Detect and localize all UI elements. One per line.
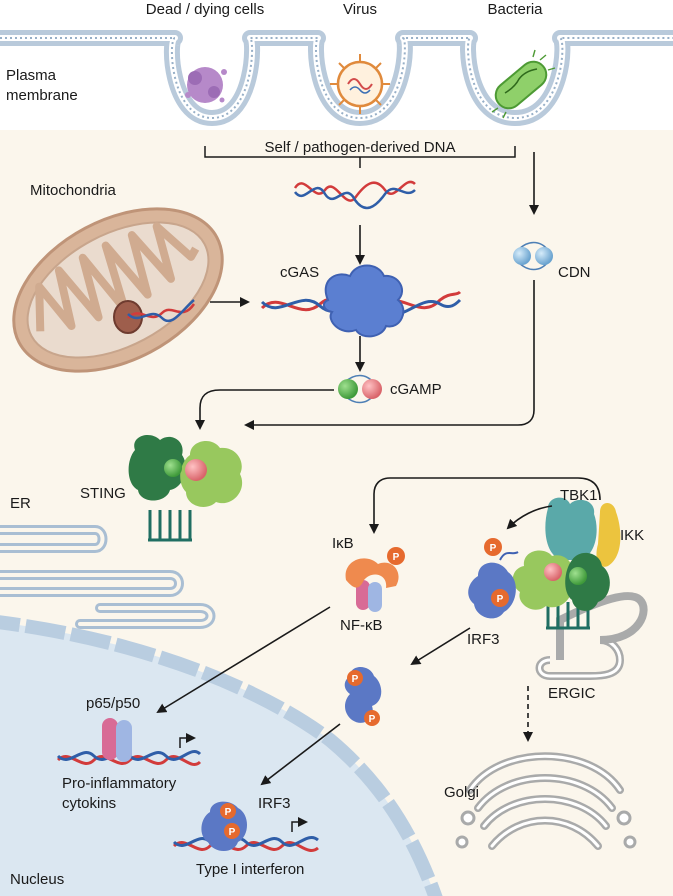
plasma-membrane [0,30,673,126]
golgi-apparatus-inner [468,754,622,848]
label-proinflammatory: Pro-inflammatory [62,775,177,792]
ikb-nfkb-complex [345,558,399,612]
cgas-dna-complex [260,264,462,338]
irf3-dna [172,801,319,852]
label-ikk: IKK [620,527,644,544]
p65p50-dna [56,718,202,766]
label-virus: Virus [343,1,377,18]
arrow-cdn-to-sting [244,280,535,430]
arrow-irf3-to-dimer [410,627,471,666]
nucleus [0,615,443,896]
endoplasmic-reticulum-inner [0,528,213,626]
label-cgamp: cGAMP [390,381,442,398]
free-dna-icon [293,180,416,210]
tbk1-complex [468,497,621,630]
label-cgas: cGAS [280,264,319,281]
sting-protein [128,435,243,542]
arrow-tbk1-to-ikb [369,477,601,534]
pathway-arrows [156,152,601,786]
virus-icon [330,54,390,114]
label-er: ER [10,495,31,512]
svg-text:P: P [369,714,376,725]
svg-text:P: P [352,674,359,685]
cdn-molecule [513,241,553,271]
phospho-group: P [491,589,509,607]
mitochondria-icon [12,207,224,373]
label-p65p50: p65/p50 [86,695,140,712]
dna-source-bracket [204,146,516,168]
label-cytokins: cytokins [62,795,116,812]
phospho-group: P [364,710,380,726]
svg-text:P: P [229,827,236,838]
label-nucleus: Nucleus [10,871,64,888]
golgi-vesicles [455,810,637,849]
svg-text:P: P [225,807,232,818]
label-golgi: Golgi [444,784,479,801]
label-mitochondria: Mitochondria [30,182,117,199]
label-plasma: Plasma [6,67,57,84]
label-sting: STING [80,485,126,502]
label-ikb: IκB [332,535,354,552]
arrow-tbk1-to-irf3 [506,505,553,530]
label-type1-ifn: Type I interferon [196,861,304,878]
phospho-group: P [347,670,363,686]
label-cdn: CDN [558,264,591,281]
phospho-group: P [220,803,236,819]
dead-cell-icon [185,67,227,103]
phospho-group: P [224,823,240,839]
arrow-nfkb-to-nucleus [156,606,331,714]
label-nfkb: NF-κB [340,617,383,634]
label-membrane: membrane [6,87,78,104]
label-irf3-nucleus: IRF3 [258,795,291,812]
svg-text:P: P [490,543,497,554]
phospho-group: P [387,547,405,565]
mitochondrial-pore [113,299,196,334]
label-dead-cells: Dead / dying cells [146,1,264,18]
label-ergic: ERGIC [548,685,596,702]
label-tbk1: TBK1 [560,487,598,504]
label-irf3-complex: IRF3 [467,631,500,648]
cgamp-molecule [338,374,382,404]
label-dna-source: Self / pathogen-derived DNA [265,139,456,156]
arrow-cgamp-to-sting [195,389,334,430]
label-bacteria: Bacteria [487,1,543,18]
arrow-dimer-to-nucleus [260,723,341,786]
svg-text:P: P [393,552,400,563]
bacteria-icon [491,49,556,119]
phospho-group: P [484,538,502,556]
svg-text:P: P [497,594,504,605]
